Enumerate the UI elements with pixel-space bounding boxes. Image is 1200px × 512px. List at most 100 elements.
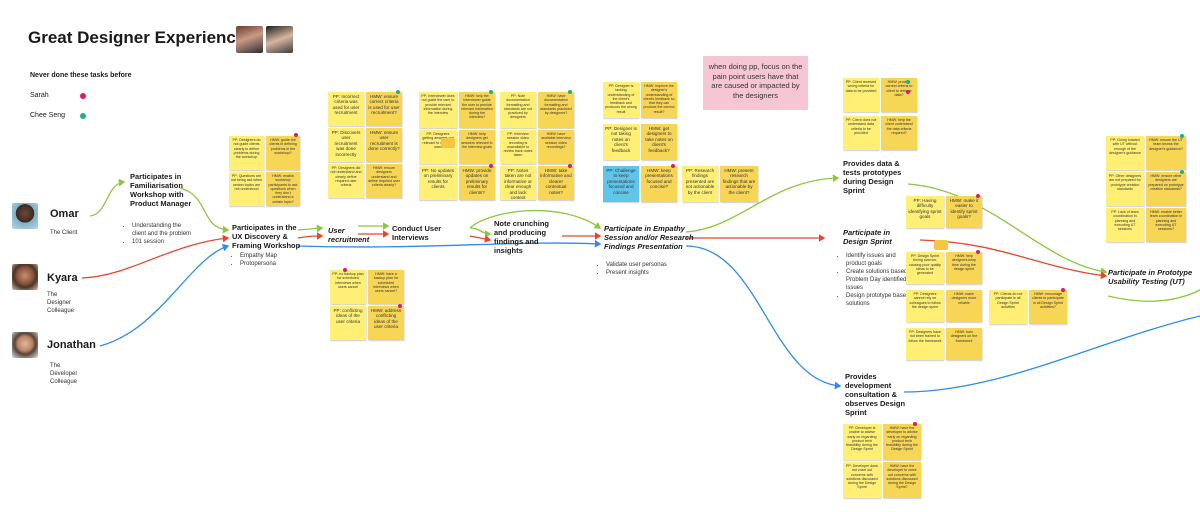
chee-seng-dot: [80, 113, 86, 119]
sticky-note: HMW: help the interviewer guide the user…: [459, 92, 495, 128]
step-design-sprint-title: Participate in Design Sprint: [843, 228, 892, 246]
sarah-avatar: [236, 26, 263, 53]
legend-sarah: Sarah: [30, 92, 49, 99]
sticky-note: HMW: enable workshop participants to ask…: [266, 172, 300, 206]
sarah-dot: [80, 93, 86, 99]
jonathan-role: The Developer Colleague: [50, 363, 78, 385]
omar-flow-line: [89, 178, 126, 217]
bullet: Design prototype base on solutions: [846, 292, 916, 308]
jonathan-flow-line: [99, 243, 230, 347]
sticky-note: HMW: guide the clients in defining probl…: [266, 136, 300, 170]
step-empathy-bullets: Validate user personas Present insights: [598, 261, 694, 277]
step-familiarisation-title: Participates in Familiarisation Workshop…: [130, 172, 192, 208]
sticky-note: HMW: have a backup plan for scheduled in…: [368, 270, 404, 304]
sticky-note: HMW: improve the designer's understandin…: [641, 82, 677, 118]
sticky-note: HMW: help designers get answers relevant…: [459, 130, 495, 164]
sticky-note: HMW: present research findings that are …: [720, 166, 758, 202]
sticky-note: PP: Client received wrong criteria for d…: [843, 78, 879, 112]
kyara-name: Kyara: [47, 272, 78, 284]
step-empathy-title: Participate in Empathy Session and/or Re…: [604, 224, 694, 251]
sticky-note: PP: no backup plan for scheduled intervi…: [330, 270, 366, 304]
page-title: Great Designer Experience: [28, 28, 246, 47]
sticky-note: PP: Questions are not being ask when cer…: [229, 172, 264, 206]
sticky-note: HMW: take informative and clearer contex…: [538, 166, 574, 200]
sticky-note: PP: Designers do not guide clients clear…: [229, 136, 264, 170]
sticky-note: HMW: provide correct criteria to client …: [881, 78, 917, 112]
sticky-note: HMW: train designers on the framework: [946, 328, 982, 360]
sticky-note: PP: Clients do not participate in all De…: [989, 290, 1027, 324]
step-data-title: Provides data & tests prototypes during …: [843, 159, 902, 195]
sticky-note: PP: Interview session video recording is…: [500, 130, 536, 164]
sticky-note: PP: Designers have not been trained to f…: [906, 328, 944, 360]
sarah-dot: [976, 194, 980, 198]
sticky-note: PP: Discovers user recruitment was done …: [328, 128, 364, 162]
sarah-dot: [568, 164, 572, 168]
sticky-note: PP: Designer is not taking notes on clie…: [603, 124, 639, 160]
sticky-note: HMW: ensure other designers are prepared…: [1146, 172, 1186, 206]
bullet: Create solutions based on Problem Day id…: [846, 268, 916, 292]
chee-seng-dot: [1180, 134, 1184, 138]
sticky-note: HMW: encourage clients to participate in…: [1029, 290, 1067, 324]
omar-name: Omar: [50, 208, 79, 220]
bullet: Protopersona: [240, 260, 298, 268]
step-familiarisation-bullets: Understanding the client and the problem…: [124, 222, 196, 246]
sarah-dot: [976, 250, 980, 254]
sarah-dot: [906, 90, 910, 94]
sticky-note: HMW: have the developer to advise early …: [883, 424, 921, 460]
comment-bubble: [441, 138, 455, 148]
sticky-note: HMW: ensure designers understand and def…: [366, 164, 402, 198]
step-dev-title: Provides development consultation & obse…: [845, 372, 906, 417]
sarah-dot: [294, 133, 298, 137]
step-ux-discovery-title: Participates in the UX Discovery & Frami…: [232, 223, 301, 250]
sticky-note: HMW: enable better team coordination in …: [1146, 208, 1186, 242]
sarah-dot: [343, 268, 347, 272]
step-interviews-title: Conduct User Interviews: [392, 224, 442, 242]
sticky-note: PP: Developer is unable to advise early …: [843, 424, 881, 460]
sticky-note: PP: Interviewer does not guide the user …: [419, 92, 457, 128]
bullet: Identify issues and product goals: [846, 252, 916, 268]
sticky-note: PP: Having difficulty identifying sprint…: [906, 196, 944, 228]
comment-bubble: [934, 240, 948, 250]
sticky-note: HMW: have documentation formatting and s…: [538, 92, 574, 128]
bullet: Empathy Map: [240, 252, 298, 260]
sticky-note: PP: Challenge to keep presentations focu…: [603, 166, 639, 202]
step-ux-discovery-bullets: Empathy Map Protopersona: [232, 252, 298, 268]
kyara-photo: [12, 264, 38, 290]
sticky-note: PP: Note documentation formatting and st…: [500, 92, 536, 128]
chee-seng-dot: [396, 90, 400, 94]
chee-seng-dot: [568, 90, 572, 94]
sticky-note: HMW: have available interview session vi…: [538, 130, 574, 164]
bullet: 101 session: [132, 238, 196, 246]
chee-seng-dot: [1180, 170, 1184, 174]
sticky-note: HMW: provide updates on preliminary resu…: [459, 166, 495, 200]
sticky-note: PP: Design Sprint timing overrun, causin…: [906, 252, 944, 284]
step-design-sprint-bullets: Identify issues and product goals Create…: [838, 252, 916, 308]
sticky-note: PP: Designer is lacking understanding of…: [603, 82, 639, 118]
sticky-note: PP: Other designers are not prepared for…: [1106, 172, 1144, 206]
omar-photo: [12, 203, 38, 229]
sticky-note: HMW: ensure correct criteria is used for…: [366, 92, 402, 126]
sticky-note: HMW: help the client understand the data…: [881, 116, 917, 150]
sticky-note: HMW: keep presentations focused and conc…: [641, 166, 677, 202]
sticky-note: PP: Lack of team coordination in plannin…: [1106, 208, 1144, 242]
bullet: Present insights: [606, 269, 694, 277]
sticky-note: HMW: help designers keep time during the…: [946, 252, 982, 284]
sticky-note: HMW: ensure user recruitment is done cor…: [366, 128, 402, 162]
sticky-note: PP: Client does not understand data crit…: [843, 116, 879, 150]
sticky-note: HMW: make it easier to identify sprint g…: [946, 196, 982, 228]
legend-heading: Never done these tasks before: [30, 72, 132, 79]
sticky-note: PP: Going forward with UT without enough…: [1106, 136, 1144, 170]
sticky-note: PP: Notes taken are not informative or c…: [500, 166, 536, 200]
sarah-dot: [489, 164, 493, 168]
sticky-note: PP: Research findings presented are not …: [682, 166, 718, 202]
bullet: Validate user personas: [606, 261, 694, 269]
chee-seng-avatar: [266, 26, 293, 53]
sarah-dot: [398, 304, 402, 308]
sticky-note: PP: No updates on preliminary results fo…: [419, 166, 457, 200]
step-crunching-title: Note crunching and producing findings an…: [494, 219, 550, 255]
sarah-dot: [671, 164, 675, 168]
sticky-note: HMW: have the developer to voice out con…: [883, 462, 921, 498]
legend-chee-seng: Chee Seng: [30, 112, 66, 119]
sticky-note: HMW: get designers to take notes on clie…: [641, 124, 677, 160]
